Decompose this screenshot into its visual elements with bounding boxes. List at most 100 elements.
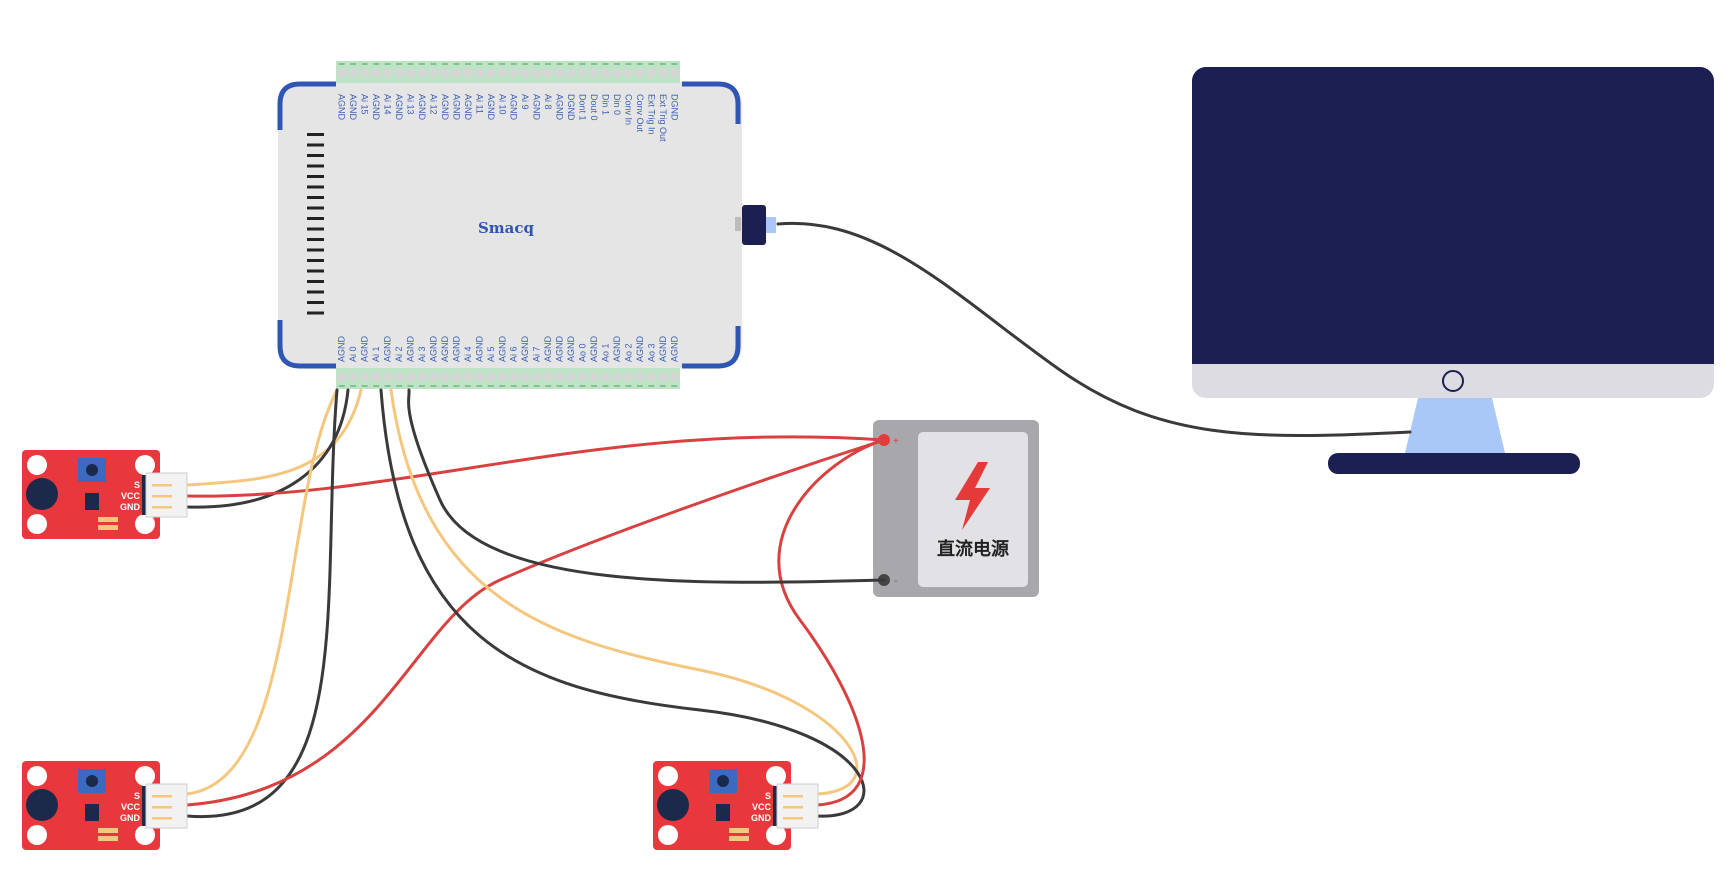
terminal-screw (556, 385, 563, 387)
terminal-screw (419, 63, 425, 65)
terminal-pin[interactable] (646, 68, 656, 78)
terminal-pin[interactable] (658, 372, 668, 382)
terminal-pin[interactable] (337, 68, 347, 78)
vent-slot (307, 185, 324, 189)
terminal-screw (407, 63, 414, 65)
monitor-screen (1192, 67, 1714, 364)
terminal-pin[interactable] (337, 372, 347, 382)
terminal-pin[interactable] (348, 372, 358, 382)
terminal-pin[interactable] (635, 372, 645, 382)
terminal-pin[interactable] (428, 372, 438, 382)
lightning-icon (955, 462, 990, 530)
pin-label: Ai 15 (360, 94, 370, 115)
terminal-pin[interactable] (646, 372, 656, 382)
terminal-pin[interactable] (486, 372, 496, 382)
led (729, 828, 749, 833)
terminal-pin[interactable] (578, 68, 588, 78)
terminal-pin[interactable] (360, 68, 370, 78)
terminal-pin[interactable] (463, 68, 473, 78)
terminal-pin[interactable] (509, 68, 519, 78)
pin-label: DGND (566, 94, 576, 121)
terminal-pin[interactable] (394, 68, 404, 78)
terminal-screw (419, 385, 425, 387)
wires (185, 388, 886, 819)
terminal-pin[interactable] (497, 68, 507, 78)
terminal-pin[interactable] (497, 372, 507, 382)
terminal-pin[interactable] (623, 372, 633, 382)
terminal-pin[interactable] (669, 372, 679, 382)
pin-label: AGND (486, 94, 496, 121)
terminal-pin[interactable] (589, 68, 599, 78)
terminal-pin[interactable] (394, 372, 404, 382)
terminal-pin[interactable] (463, 372, 473, 382)
pin-label: Ai 14 (383, 94, 393, 115)
terminal-pin[interactable] (612, 372, 622, 382)
terminal-pin[interactable] (555, 372, 565, 382)
pin-label: Ext Trig In (646, 94, 656, 135)
vent-slot (307, 196, 324, 199)
terminal-pin[interactable] (658, 68, 668, 78)
terminal-pin[interactable] (566, 372, 576, 382)
terminal-screw (407, 385, 414, 387)
terminal-pin[interactable] (612, 68, 622, 78)
terminal-pin[interactable] (451, 372, 461, 382)
terminal-screw (568, 63, 575, 65)
terminal-pin[interactable] (383, 372, 393, 382)
terminal-pin[interactable] (532, 372, 542, 382)
terminal-pin[interactable] (406, 68, 416, 78)
terminal-screw (579, 63, 586, 65)
sensor1-vcc-wire (185, 435, 886, 498)
terminal-pin[interactable] (555, 68, 565, 78)
terminal-pin[interactable] (348, 68, 358, 78)
sensor-pin-label: S (765, 791, 771, 801)
terminal-pin[interactable] (474, 68, 484, 78)
terminal-pin[interactable] (623, 68, 633, 78)
pin-label: Ai 7 (532, 346, 542, 362)
terminal-pin[interactable] (451, 68, 461, 78)
terminal-pin[interactable] (406, 372, 416, 382)
terminal-pin[interactable] (428, 68, 438, 78)
terminal-pin[interactable] (383, 68, 393, 78)
terminal-pin[interactable] (440, 372, 450, 382)
terminal-pin[interactable] (520, 68, 530, 78)
terminal-pin[interactable] (509, 372, 519, 382)
vent-slot (307, 143, 324, 147)
terminal-pin[interactable] (600, 372, 610, 382)
terminal-pin[interactable] (578, 372, 588, 382)
terminal-pin[interactable] (520, 372, 530, 382)
terminal-pin[interactable] (371, 68, 381, 78)
terminal-screw (350, 385, 357, 387)
terminal-pin[interactable] (440, 68, 450, 78)
sensor-pin-label: VCC (121, 802, 141, 812)
terminal-pin[interactable] (474, 372, 484, 382)
sensor-pin-label: S (134, 480, 140, 490)
terminal-pin[interactable] (543, 68, 553, 78)
terminal-pin[interactable] (600, 68, 610, 78)
terminal-pin[interactable] (486, 68, 496, 78)
terminal-pin[interactable] (532, 68, 542, 78)
terminal-screw (453, 63, 460, 65)
chip (85, 804, 99, 821)
pin-label: AGND (337, 94, 347, 121)
terminal-pin[interactable] (566, 68, 576, 78)
terminal-screw (591, 385, 597, 387)
terminal-pin[interactable] (543, 372, 553, 382)
vent-slot (307, 248, 324, 252)
monitor-power-button[interactable] (1442, 370, 1464, 392)
terminal-screw (361, 385, 368, 387)
terminal-screw (430, 63, 437, 65)
usb-port[interactable] (735, 217, 741, 231)
pin-label: AGND (635, 335, 645, 362)
pin-label: AGND (658, 335, 668, 362)
terminal-pin[interactable] (589, 372, 599, 382)
terminal-pin[interactable] (360, 372, 370, 382)
terminal-pin[interactable] (417, 372, 427, 382)
terminal-pin[interactable] (635, 68, 645, 78)
terminal-pin[interactable] (417, 68, 427, 78)
terminal-pin[interactable] (371, 372, 381, 382)
daq-corner-top-right (682, 81, 741, 124)
sensor-pin-label: VCC (121, 491, 141, 501)
terminal-pin[interactable] (669, 68, 679, 78)
